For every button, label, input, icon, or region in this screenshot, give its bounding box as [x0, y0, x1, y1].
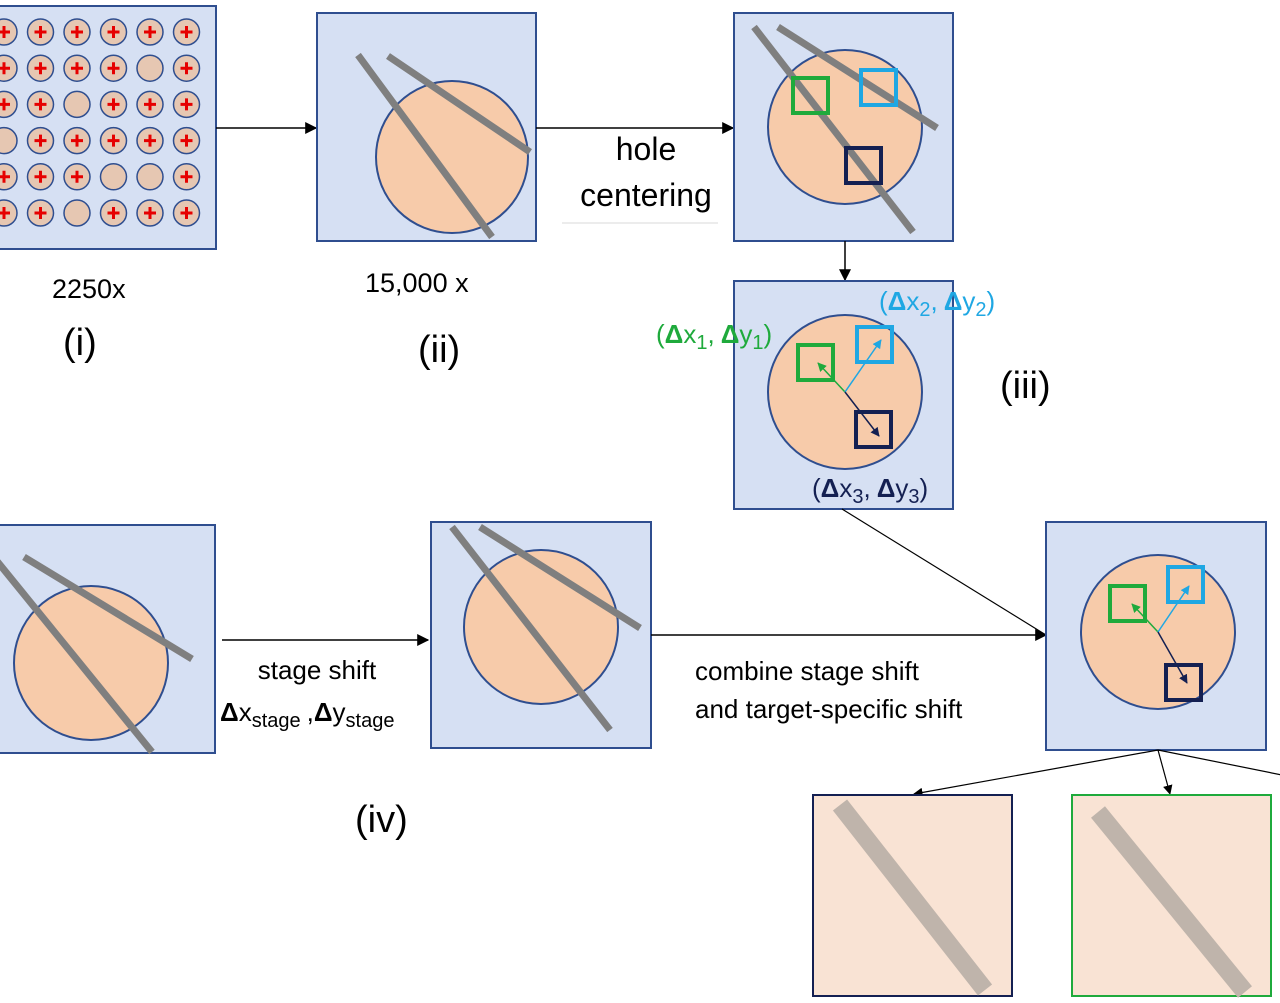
- combine-label-line1: combine stage shift: [695, 656, 920, 686]
- offset-vector-navy: [1157, 631, 1188, 684]
- crop-filament: [832, 799, 993, 996]
- arrow-to-crop-cyan: [1157, 749, 1280, 776]
- plus-icon: [107, 98, 120, 111]
- panel-before-stage-shift: [0, 524, 216, 755]
- plus-icon: [180, 62, 193, 75]
- grid-hole: [136, 163, 164, 191]
- magnification-label-1: 2250x: [52, 274, 126, 304]
- stage-label-iv: (iv): [355, 799, 408, 841]
- hole-circle-centered: [767, 49, 923, 205]
- plus-icon: [0, 98, 10, 111]
- plus-icon: [34, 26, 47, 38]
- target-box-cyan: [1166, 565, 1205, 604]
- offset-label-2: (Δx2,Δy2): [879, 286, 995, 321]
- arrow-to-crop-green: [1157, 749, 1173, 795]
- plus-icon: [34, 207, 47, 219]
- crop-green-target: [1071, 794, 1272, 998]
- offset-label-3: (Δx3,Δy3): [812, 473, 928, 508]
- plus-icon: [180, 207, 193, 219]
- offset-vector-green: [817, 362, 846, 393]
- hole-centering-label-line1: hole: [616, 131, 677, 167]
- offset-vector-navy: [844, 391, 880, 437]
- plus-icon: [34, 98, 47, 111]
- target-box-navy: [1164, 663, 1203, 702]
- panel-target-offsets: [733, 280, 954, 510]
- grid-hole: [63, 90, 91, 119]
- grid-holes: [0, 18, 201, 227]
- target-box-navy: [854, 410, 893, 449]
- plus-icon: [180, 98, 193, 111]
- target-box-green: [796, 343, 835, 382]
- plus-icon: [107, 207, 120, 219]
- filament-1: [355, 52, 495, 240]
- filament-2: [478, 524, 642, 631]
- grid-hole: [63, 199, 91, 227]
- plus-icon: [71, 134, 83, 147]
- plus-icon: [144, 207, 156, 219]
- plus-icon: [0, 207, 10, 219]
- target-box-cyan: [859, 68, 898, 107]
- filament-1: [751, 24, 916, 235]
- stage-shift-label: stage shift: [258, 655, 377, 685]
- offset-label-1: (Δx1,Δy1): [656, 319, 772, 354]
- plus-icon: [34, 134, 47, 147]
- plus-icon: [107, 134, 120, 147]
- magnification-label-2: 15,000 x: [365, 268, 469, 298]
- plus-icon: [144, 134, 156, 147]
- plus-icon: [180, 134, 193, 147]
- target-box-navy: [844, 146, 883, 185]
- panel-grid-2250x: [0, 5, 217, 250]
- plus-icon: [0, 170, 10, 183]
- target-box-green: [791, 76, 830, 115]
- hole-centering-label-line2: centering: [580, 177, 712, 213]
- grid-hole: [0, 126, 18, 155]
- filament-2: [776, 24, 939, 131]
- plus-icon: [34, 62, 47, 75]
- crop-navy-target: [812, 794, 1013, 997]
- panel-after-stage-shift: [430, 521, 652, 749]
- grid-hole: [136, 54, 164, 82]
- plus-icon: [0, 62, 10, 75]
- panel-targets: [733, 12, 954, 242]
- plus-icon: [71, 170, 83, 183]
- plus-icon: [107, 26, 120, 38]
- plus-icon: [107, 62, 120, 75]
- offset-vector-cyan: [1157, 585, 1190, 633]
- plus-icon: [144, 26, 156, 38]
- plus-icon: [180, 170, 193, 183]
- plus-icon: [144, 98, 156, 111]
- panel-combined-shift: [1045, 521, 1267, 751]
- plus-icon: [34, 170, 47, 183]
- panel-hole-15000x: [316, 12, 537, 242]
- stage-label-ii: (ii): [418, 329, 460, 371]
- stage-shift-delta-label: Δxstage,Δystage: [220, 697, 394, 732]
- offset-vector-cyan: [844, 339, 882, 393]
- arrow-to-crop-navy: [913, 749, 1159, 798]
- target-box-green: [1108, 584, 1147, 623]
- plus-icon: [71, 26, 83, 38]
- filament-1: [449, 524, 613, 733]
- filament-1: [0, 559, 155, 755]
- plus-icon: [71, 62, 83, 75]
- filament-2: [22, 554, 194, 662]
- grid-hole: [99, 163, 128, 191]
- stage-label-iii: (iii): [1000, 365, 1051, 407]
- offset-vector-green: [1131, 603, 1159, 633]
- target-box-cyan: [855, 325, 894, 364]
- plus-icon: [180, 26, 193, 38]
- combine-label-line2: and target-specific shift: [695, 694, 963, 724]
- stage-label-i: (i): [63, 322, 97, 364]
- crop-filament: [1091, 806, 1252, 998]
- plus-icon: [0, 26, 10, 38]
- filament-2: [386, 53, 532, 155]
- arrow-offsets-to-combined: [841, 508, 1047, 636]
- hole-circle: [375, 80, 529, 234]
